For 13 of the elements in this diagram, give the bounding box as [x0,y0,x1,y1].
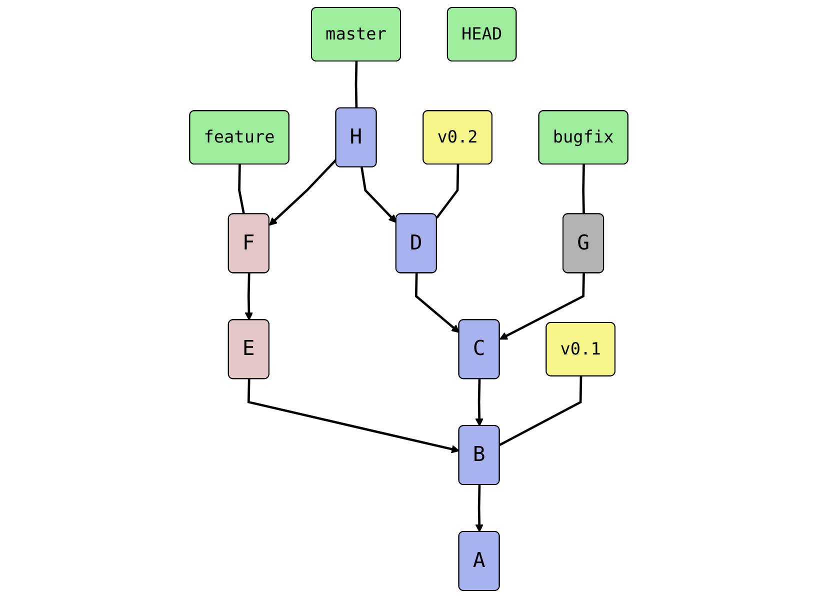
connector [498,376,582,446]
arrow [499,273,585,340]
arrow [474,485,484,532]
connector [582,164,585,214]
arrow [244,273,253,320]
arrow [360,167,396,223]
connector [354,61,358,108]
arrow [247,379,460,454]
arrow [414,273,460,333]
arrow [474,379,484,426]
connector [436,164,459,219]
connector [238,164,245,214]
arrow [268,158,337,226]
